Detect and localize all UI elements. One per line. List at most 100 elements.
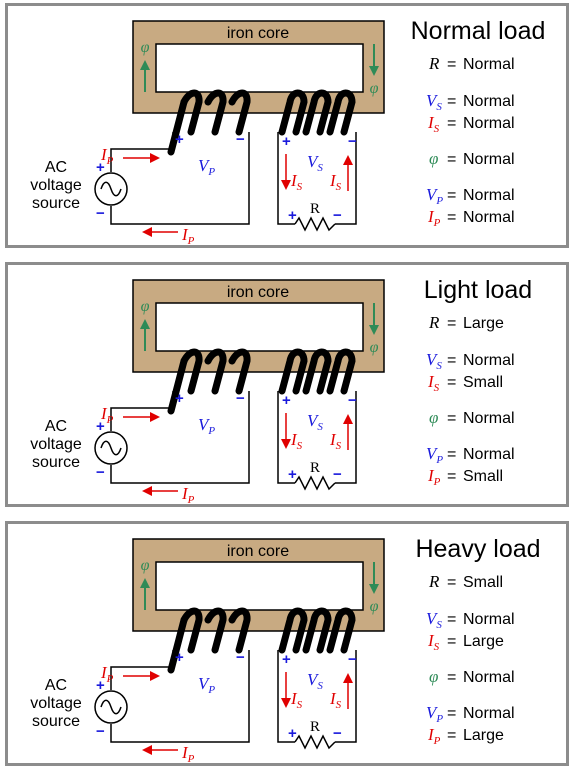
summary-vp: VP = Normal [426,444,515,466]
summary-r: R = Small [428,572,503,591]
flux-label-left: φ [141,39,150,56]
svg-text:=: = [447,446,456,463]
secondary-plus: + [282,392,291,409]
source-label-line3: source [32,713,80,730]
ip-arrowhead-bottom [142,227,152,237]
source-minus: − [96,723,105,740]
source-label-line1: AC [45,677,67,694]
resistor-label: R [310,719,320,735]
secondary-minus: − [348,651,357,668]
sine-wave-icon [100,181,122,197]
is-arrowhead-up [343,155,353,165]
summary-ip: IP = Large [427,725,504,747]
secondary-coil [278,89,356,136]
svg-text:IS: IS [427,372,440,394]
iron-core [132,538,385,632]
is-arrowhead-down [281,439,291,449]
source-label-line2: voltage [30,695,82,712]
svg-text:=: = [447,468,456,485]
svg-text:=: = [447,705,456,722]
svg-text:φ: φ [429,667,438,686]
summary-phi: φ = Normal [429,408,515,427]
primary-wire [110,132,250,225]
resistor-symbol [294,734,336,750]
source-label-line3: source [32,454,80,471]
source-label-line2: voltage [30,177,82,194]
summary-ip: IP = Normal [427,207,515,229]
is-label-right: IS [329,171,342,193]
svg-text:IS: IS [427,631,440,653]
primary-minus: − [236,131,245,148]
core-label: iron core [227,284,289,301]
source-label-line1: AC [45,418,67,435]
summary-phi: φ = Normal [429,149,515,168]
transformer-diagram: iron core φ φ [30,17,546,245]
svg-text:Normal: Normal [463,669,515,686]
svg-text:=: = [447,574,456,591]
ip-label-top: IP [100,663,114,685]
svg-text:VP: VP [426,444,443,466]
vp-label: VP [198,415,215,437]
transformer-diagram: iron core φ φ [30,535,540,763]
secondary-minus: − [348,392,357,409]
is-arrowhead-up [343,414,353,424]
secondary-plus: + [282,133,291,150]
resistor-plus: + [288,207,297,224]
svg-text:=: = [447,669,456,686]
flux-label-right: φ [370,598,379,615]
is-arrowhead-down [281,180,291,190]
sine-wave-icon [100,699,122,715]
svg-text:Normal: Normal [463,410,515,427]
flux-arrowhead-left [140,60,150,70]
svg-text:Large: Large [463,315,504,332]
vs-label: VS [307,670,323,692]
resistor-minus: − [333,466,342,483]
summary-phi: φ = Normal [429,667,515,686]
panel-title: Light load [424,276,532,304]
resistor-symbol [294,216,336,232]
summary-vs: VS = Normal [426,350,515,372]
summary-vp: VP = Normal [426,185,515,207]
primary-plus: + [175,390,184,407]
source-label-line1: AC [45,159,67,176]
svg-text:R: R [428,54,440,73]
ip-arrowhead-top [150,412,160,422]
svg-text:φ: φ [429,149,438,168]
secondary-minus: − [348,133,357,150]
resistor-minus: − [333,207,342,224]
is-arrowhead-down [281,698,291,708]
secondary-plus: + [282,651,291,668]
svg-text:=: = [447,410,456,427]
flux-label-left: φ [141,557,150,574]
resistor-plus: + [288,725,297,742]
primary-coil [167,348,251,415]
summary-vs: VS = Normal [426,609,515,631]
resistor-label: R [310,201,320,217]
summary-r: R = Normal [428,54,515,73]
svg-text:=: = [447,374,456,391]
svg-text:IP: IP [427,725,441,747]
svg-text:Normal: Normal [463,209,515,226]
flux-arrowhead-right [369,325,379,335]
svg-text:=: = [447,611,456,628]
svg-text:φ: φ [429,408,438,427]
transformer-panel-1: iron core φ φ [5,3,569,248]
svg-text:VS: VS [426,91,442,113]
transformer-panel-2: iron core φ φ [5,262,569,507]
primary-wire [110,391,250,484]
summary-ip: IP = Small [427,466,503,488]
vp-label: VP [198,156,215,178]
primary-plus: + [175,649,184,666]
svg-text:=: = [447,352,456,369]
source-minus: − [96,205,105,222]
svg-text:IS: IS [427,113,440,135]
panel-title: Heavy load [415,535,540,563]
ip-label-top: IP [100,404,114,426]
svg-text:Normal: Normal [463,352,515,369]
svg-text:R: R [428,313,440,332]
svg-text:VS: VS [426,609,442,631]
iron-core [132,279,385,373]
flux-arrowhead-right [369,584,379,594]
panel-title: Normal load [411,17,546,45]
secondary-coil [278,348,356,395]
